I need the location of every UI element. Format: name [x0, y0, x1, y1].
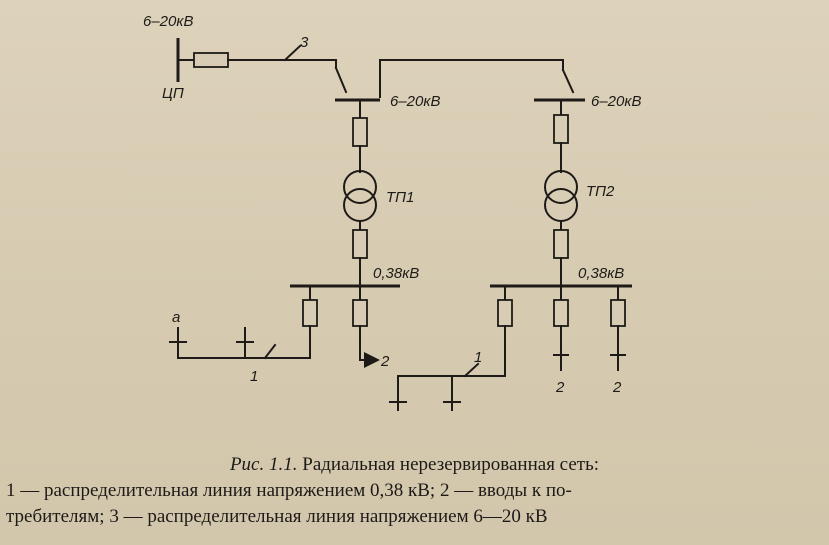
caption-line-2: 1 — распределительная линия напряжением …: [6, 480, 572, 501]
marker-1-right: 1: [474, 349, 482, 366]
line-3-marker: 3: [300, 34, 309, 51]
caption-title-line: Рис. 1.1. Радиальная нерезервированная с…: [0, 452, 829, 478]
bus-left-voltage-label: 6–20кВ: [390, 93, 440, 110]
caption-line-3: требителям; 3 — распределительная линия …: [6, 506, 548, 527]
tp2-label: ТП2: [586, 183, 615, 200]
marker-1-left: 1: [250, 368, 258, 385]
marker-2-left: 2: [380, 353, 390, 370]
lv-left-voltage-label: 0,38кВ: [373, 265, 419, 282]
point-a-label: а: [172, 309, 180, 326]
figure-caption: Рис. 1.1. Радиальная нерезервированная с…: [0, 452, 829, 530]
bus-right-voltage-label: 6–20кВ: [591, 93, 641, 110]
feeding-point-source: [176, 38, 337, 82]
source-voltage-label: 6–20кВ: [143, 13, 193, 30]
marker-2-right-a: 2: [555, 379, 565, 396]
figure-title: Радиальная нерезервированная сеть:: [302, 454, 600, 475]
tp2-transformer: [544, 99, 578, 287]
figure-number: Рис. 1.1.: [229, 454, 298, 475]
marker-2-right-b: 2: [612, 379, 622, 396]
lv-right-network: [389, 284, 632, 411]
tp1-label: ТП1: [386, 189, 414, 206]
left-disconnector: [334, 59, 575, 102]
lv-left-network: [169, 284, 400, 368]
lv-right-voltage-label: 0,38кВ: [578, 265, 624, 282]
feeding-point-label: ЦП: [162, 85, 184, 102]
tp1-transformer: [343, 99, 377, 287]
radial-network-diagram: 6–20кВ ЦП 3 6–20кВ 6–20кВ ТП1 ТП2: [143, 13, 641, 411]
